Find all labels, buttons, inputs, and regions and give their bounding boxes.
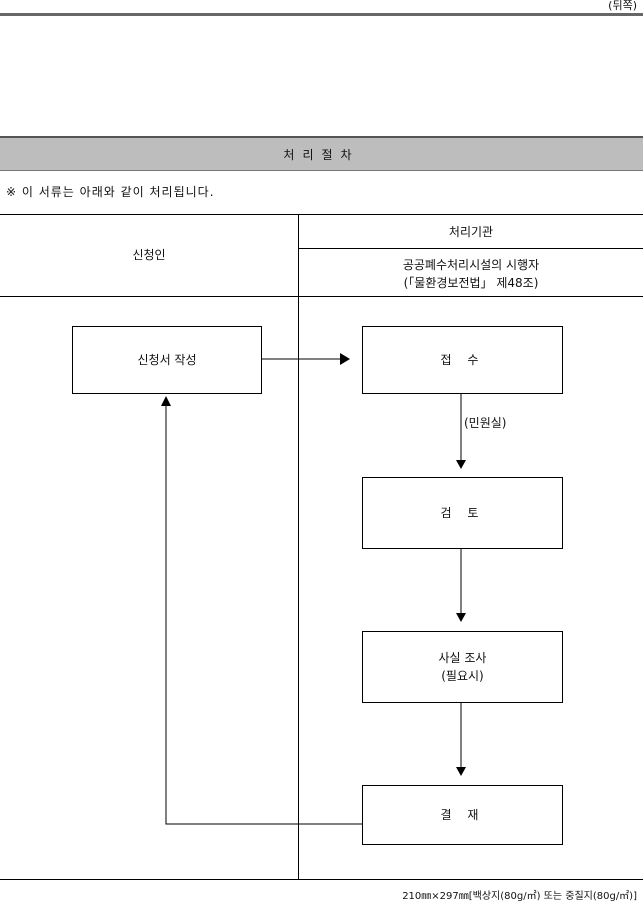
fact-check-box: 사실 조사 (필요시) [362,631,563,703]
agency-header: 처리기관 [448,225,494,239]
agency-detail-line1: 공공폐수처리시설의 시행자 [402,258,540,272]
table-bottom-rule [0,879,643,880]
agency-detail-line2: (「물환경보전법」 제48조) [403,276,539,290]
back-side-label: (뒤쪽) [608,0,637,12]
column-divider [298,214,299,879]
arrow-up-icon [161,396,171,406]
receipt-place-label: (민원실) [464,416,507,430]
arrow-down-icon [456,460,466,469]
approval-box: 결 재 [362,785,563,845]
table-top-rule [0,214,643,215]
receipt-label: 접 수 [440,353,485,367]
arrow-down-icon [456,613,466,622]
fact-check-label: 사실 조사 [438,651,487,665]
arrow-right-icon [340,353,350,365]
arrow-down-icon [456,767,466,776]
review-label: 검 토 [440,506,485,520]
table-header-bottom-rule [0,296,643,297]
write-application-label: 신청서 작성 [137,353,197,367]
approval-label: 결 재 [440,808,485,822]
review-box: 검 토 [362,477,563,549]
processing-note: ※ 이 서류는 아래와 같이 처리됩니다. [6,185,215,199]
applicant-header: 신청인 [132,248,166,262]
agency-divider [298,248,643,249]
receipt-box: 접 수 [362,326,563,394]
top-rule [0,13,643,16]
section-title: 처리절차 [0,136,643,171]
write-application-box: 신청서 작성 [72,326,262,394]
fact-check-condition: (필요시) [441,669,484,683]
paper-spec: 210㎜×297㎜[백상지(80g/㎡) 또는 중질지(80g/㎡)] [402,891,637,902]
